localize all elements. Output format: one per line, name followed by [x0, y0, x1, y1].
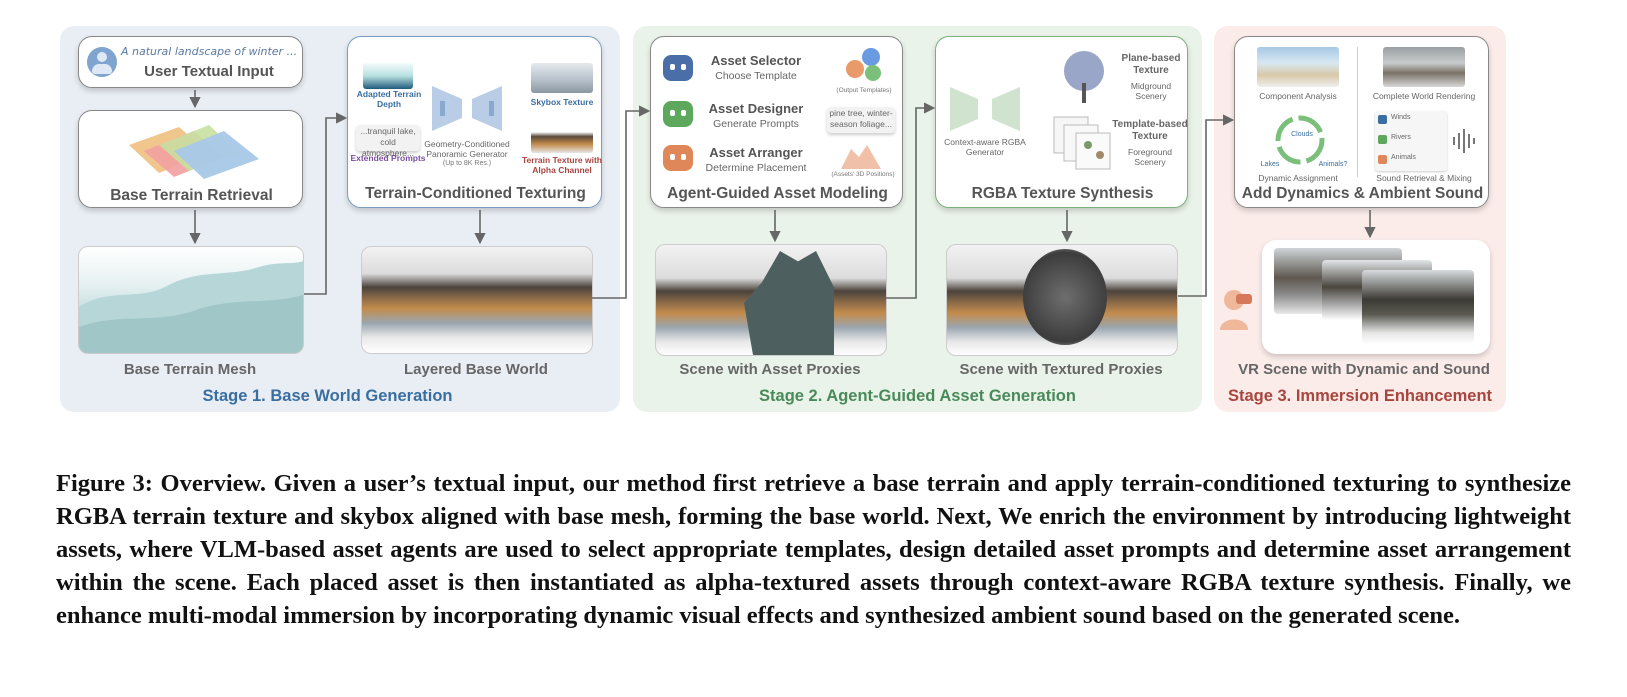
asset-arranger-name: Asset Arranger [709, 145, 803, 160]
templates-icon [846, 48, 881, 81]
foreground-label: Foreground Scenery [1128, 147, 1172, 167]
vr-scene-caption: VR Scene with Dynamic and Sound [1238, 361, 1490, 378]
stage1-label: Stage 1. Base World Generation [202, 387, 453, 405]
complete-rendering-label: Complete World Rendering [1372, 91, 1476, 101]
waveform-icon [1453, 129, 1475, 153]
asset-modeling-box: Asset Selector Choose Template (Output T… [650, 36, 903, 208]
asset-arranger-output: (Assets' 3D Positions) [831, 171, 895, 178]
layered-world-image [361, 246, 593, 354]
asset-designer-name: Asset Designer [708, 101, 804, 116]
terrain-texture-label: Terrain Texture with Alpha Channel [522, 155, 602, 175]
component-analysis-label: Component Analysis [1259, 91, 1337, 101]
sound-item-rivers: Rivers [1391, 134, 1411, 141]
plane-tree-icon [1064, 51, 1104, 103]
rgba-synthesis-box: Context-aware RGBA Generator Plane-based… [935, 36, 1188, 208]
asset-selector-output: (Output Templates) [836, 87, 892, 94]
skybox-texture-label: Skybox Texture [530, 97, 594, 107]
complete-world-image [1383, 47, 1465, 87]
asset-arranger-icon [663, 145, 693, 171]
asset-selector-task: Choose Template [715, 70, 797, 82]
placement-icon [841, 145, 881, 169]
scene-proxies-image [655, 244, 887, 356]
base-terrain-retrieval-title: Base Terrain Retrieval [110, 187, 273, 204]
scene-proxies-caption: Scene with Asset Proxies [679, 361, 861, 378]
template-cards-icon [1053, 116, 1111, 170]
asset-designer-output: pine tree, winter-season foliage... [827, 107, 895, 133]
scene-textured-image [946, 244, 1178, 356]
user-input-title: User Textual Input [144, 63, 274, 80]
skybox-texture-image [531, 63, 593, 93]
adapted-depth-label: Adapted Terrain Depth [356, 89, 422, 109]
base-terrain-retrieval-box: Base Terrain Retrieval [78, 110, 303, 208]
base-terrain-mesh-caption: Base Terrain Mesh [123, 361, 257, 378]
sound-item-animals: Animals [1391, 154, 1416, 161]
vr-user-icon [1220, 290, 1252, 330]
terrain-texture-image [531, 123, 593, 153]
asset-selector-icon [663, 55, 693, 81]
rgba-synthesis-title: RGBA Texture Synthesis [971, 185, 1154, 202]
component-image [1257, 47, 1339, 87]
asset-designer-task: Generate Prompts [713, 118, 799, 130]
terrain-tiles-icon [129, 125, 259, 179]
dynamics-title: Add Dynamics & Ambient Sound [1241, 185, 1484, 202]
asset-selector-name: Asset Selector [710, 53, 802, 68]
dynamic-assignment-label: Dynamic Assignment [1258, 173, 1338, 183]
asset-designer-icon [663, 101, 693, 127]
clouds-label: Clouds [1291, 131, 1313, 138]
music-note-icon [1378, 115, 1387, 124]
figure-caption: Figure 3: Overview. Given a user’s textu… [56, 470, 1571, 629]
texturing-title: Terrain-Conditioned Texturing [365, 185, 586, 202]
asset-proxy-shape [744, 251, 834, 355]
lakes-label: Lakes [1260, 161, 1280, 168]
vr-scene-image-front [1362, 270, 1474, 344]
asset-arranger-task: Determine Placement [705, 162, 807, 174]
user-input-box: A natural landscape of winter ... User T… [78, 36, 303, 88]
sound-item-winds: Winds [1391, 114, 1411, 121]
extended-prompts-label: Extended Prompts [350, 153, 426, 163]
asset-modeling-title: Agent-Guided Asset Modeling [667, 185, 888, 202]
vr-scene-box [1262, 240, 1490, 354]
rgba-generator-icon [950, 87, 1020, 131]
divider [1357, 47, 1358, 177]
dynamic-cycle-icon [1275, 115, 1325, 165]
midground-label: Midground Scenery [1130, 81, 1172, 101]
plane-texture-label: Plane-based Texture [1121, 53, 1181, 76]
base-terrain-mesh-image [78, 246, 304, 354]
textured-tree-shape [1023, 249, 1107, 345]
music-note-icon [1378, 135, 1387, 144]
rgba-generator-label: Context-aware RGBA Generator [944, 137, 1026, 157]
animals-q-label: Animals? [1318, 161, 1348, 168]
sound-list: Winds Rivers Animals [1375, 111, 1447, 171]
layered-world-caption: Layered Base World [404, 361, 548, 378]
generator-res-label: (Up to 8K Res.) [442, 160, 492, 167]
adapted-depth-image [363, 63, 413, 89]
music-note-icon [1378, 155, 1387, 164]
user-input-text: A natural landscape of winter ... [121, 45, 298, 58]
scene-textured-caption: Scene with Textured Proxies [959, 361, 1163, 378]
dynamics-box: Component Analysis Clouds Lakes Animals?… [1234, 36, 1489, 208]
sound-retrieval-label: Sound Retrieval & Mixing [1376, 173, 1472, 183]
texturing-box: Adapted Terrain Depth ...tranquil lake, … [347, 36, 602, 208]
extended-prompts-note: ...tranquil lake, cold atmosphere... [356, 125, 420, 158]
generator-unet-icon [432, 86, 502, 131]
stage2-label: Stage 2. Agent-Guided Asset Generation [759, 387, 1076, 405]
template-texture-label: Template-based Texture [1112, 119, 1188, 142]
stage3-label: Stage 3. Immersion Enhancement [1227, 387, 1493, 405]
generator-label: Geometry-Conditioned Panoramic Generator [424, 139, 510, 159]
user-avatar-icon [87, 47, 117, 77]
